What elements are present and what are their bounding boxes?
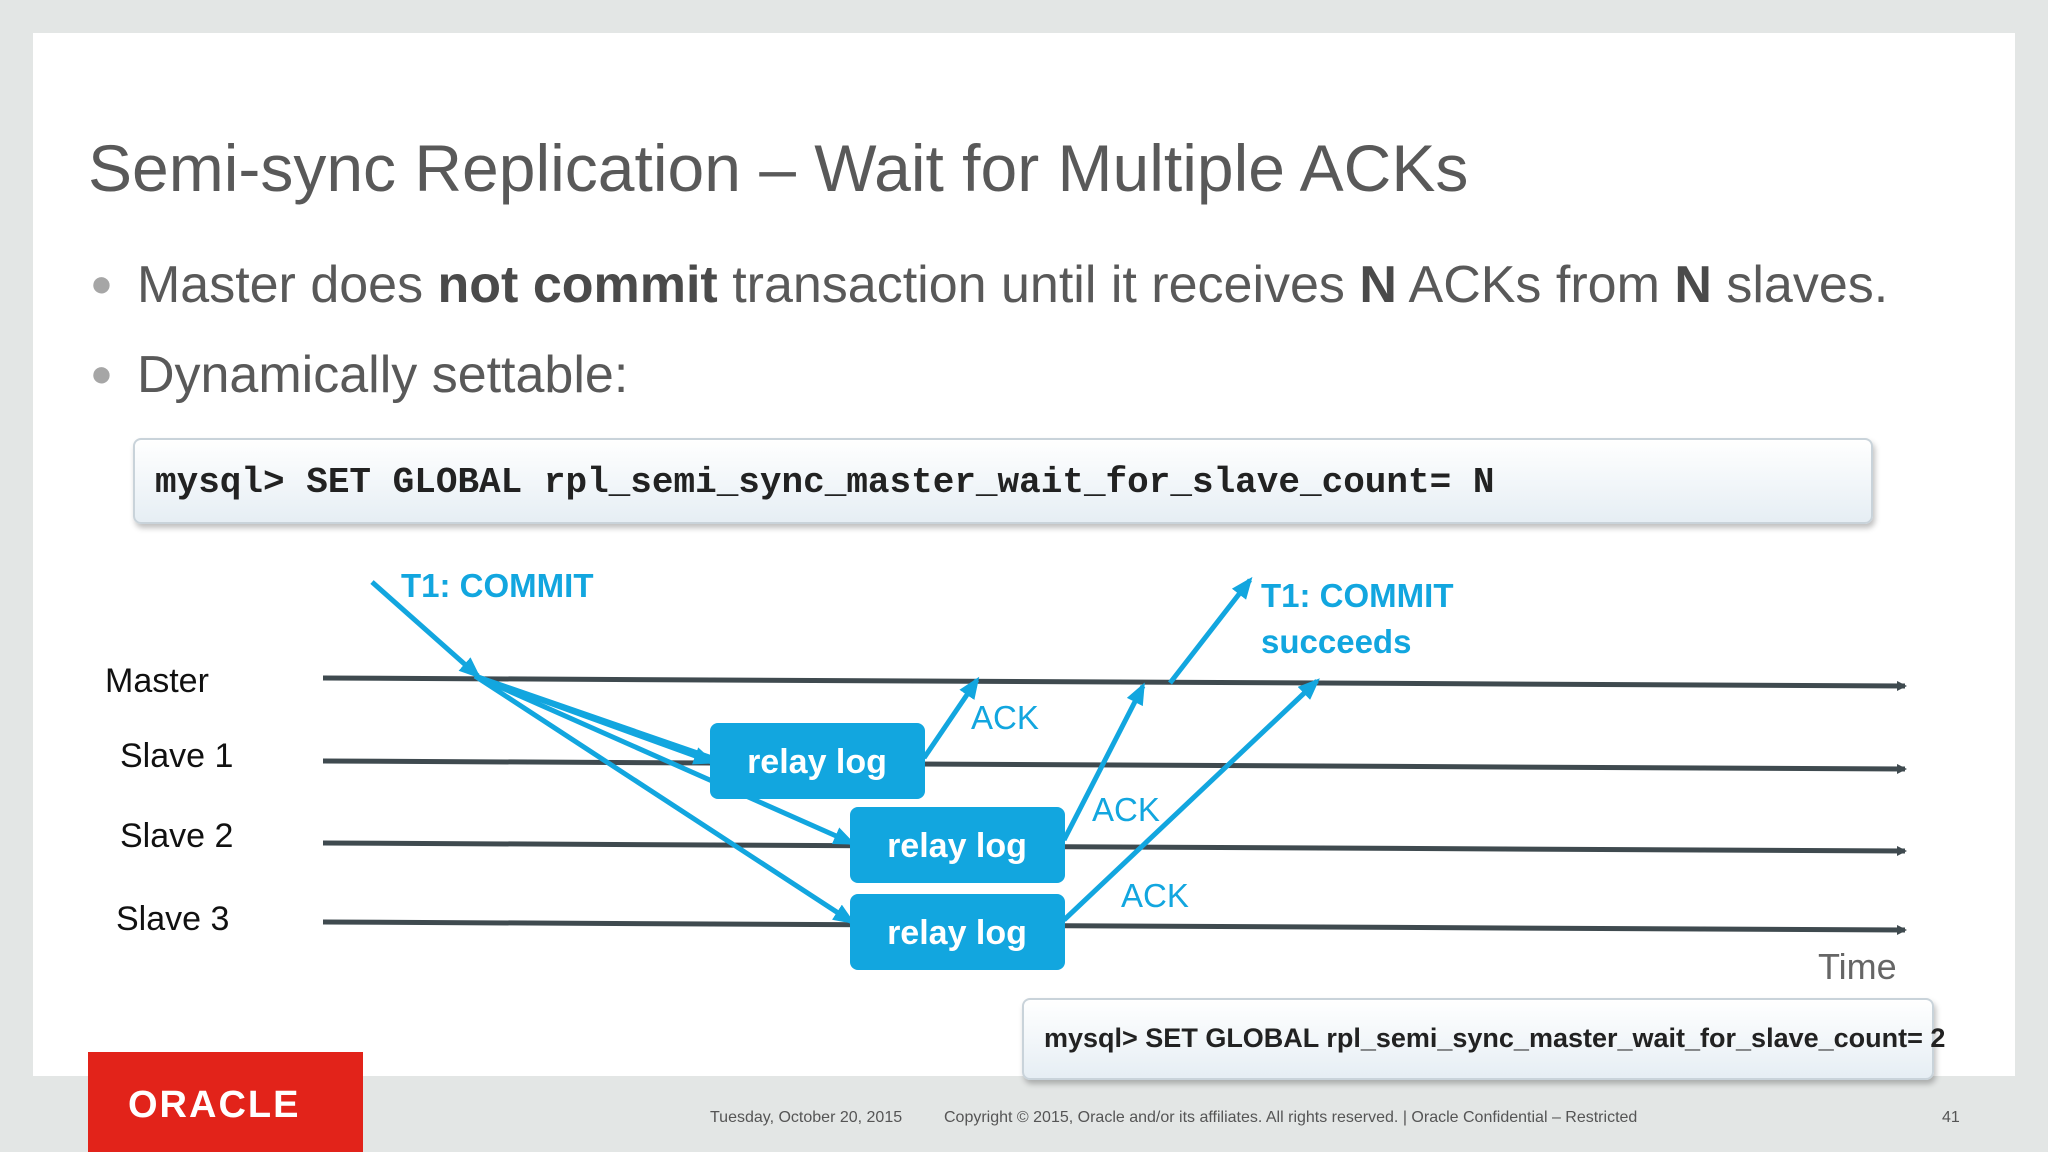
footer-page-number: 41	[1942, 1109, 1960, 1126]
command-box-main: mysql> SET GLOBAL rpl_semi_sync_master_w…	[133, 438, 1873, 524]
event-arrows	[370, 576, 1320, 925]
bullet-1-bold-b: N	[1359, 256, 1397, 314]
commit-start-label: T1: COMMIT	[401, 567, 593, 604]
timelines	[322, 675, 1907, 935]
oracle-logo-text: ORACLE	[128, 1084, 301, 1126]
bullet-1-text-b: transaction until it receives	[717, 256, 1360, 314]
commit-succeeds-arrow	[1168, 576, 1253, 685]
send-arrow-slave-3	[473, 673, 856, 925]
ack-arrow-slave-3	[1062, 678, 1320, 922]
ack-label-slave-2: ACK	[1092, 791, 1160, 828]
oracle-logo: ORACLE	[88, 1052, 363, 1152]
ack-arrow-slave-2	[1061, 682, 1146, 842]
commit-end-label-line-2: succeeds	[1261, 623, 1411, 660]
node-label-slave-3: Slave 3	[116, 900, 229, 938]
send-arrow-slave-1-b	[474, 673, 713, 761]
command-box-example: mysql> SET GLOBAL rpl_semi_sync_master_w…	[1022, 998, 1945, 1080]
slave3-timeline	[322, 919, 1907, 935]
bullet-1: ● Master does not commit transaction unti…	[90, 255, 1888, 315]
relay-log-slave-3-label: relay log	[887, 914, 1027, 952]
bullet-dot-icon: ●	[90, 263, 113, 305]
bullet-1-text-c: ACKs from	[1396, 256, 1675, 314]
ack-arrow-slave-1	[921, 676, 980, 760]
bullet-1-bold-c: N	[1674, 256, 1712, 314]
command-example-text: mysql> SET GLOBAL rpl_semi_sync_master_w…	[1044, 1023, 1946, 1053]
bullet-dot-icon: ●	[90, 353, 113, 395]
relay-log-slave-3: relay log	[850, 894, 1065, 970]
node-label-slave-1: Slave 1	[120, 737, 233, 775]
commit-arrow	[370, 580, 481, 679]
footer-copyright: Copyright © 2015, Oracle and/or its affi…	[944, 1109, 1638, 1126]
node-label-slave-2: Slave 2	[120, 817, 233, 855]
commit-end-label-line-1: T1: COMMIT	[1261, 577, 1453, 614]
time-axis-label: Time	[1818, 946, 1897, 987]
bullet-1-text-d: slaves.	[1711, 256, 1889, 314]
relay-log-slave-1: relay log	[710, 723, 925, 799]
master-timeline	[322, 675, 1907, 691]
send-arrow-slave-2	[473, 673, 856, 846]
relay-log-slave-2: relay log	[850, 807, 1065, 883]
bullet-2: ● Dynamically settable:	[90, 345, 628, 405]
bullet-2-text: Dynamically settable:	[136, 346, 629, 404]
slide-title: Semi-sync Replication – Wait for Multipl…	[88, 131, 1469, 205]
slave1-timeline	[322, 758, 1907, 774]
slave2-timeline	[322, 840, 1907, 856]
relay-log-slave-2-label: relay log	[887, 827, 1027, 865]
ack-label-slave-3: ACK	[1121, 877, 1189, 914]
bullet-1-bold-a: not commit	[437, 256, 718, 314]
footer-date: Tuesday, October 20, 2015	[710, 1109, 903, 1126]
node-label-master: Master	[105, 662, 209, 700]
command-main-text: mysql> SET GLOBAL rpl_semi_sync_master_w…	[155, 462, 1495, 503]
relay-log-slave-1-label: relay log	[747, 743, 887, 781]
ack-label-slave-1: ACK	[971, 699, 1039, 736]
bullet-1-text-a: Master does	[136, 256, 438, 314]
